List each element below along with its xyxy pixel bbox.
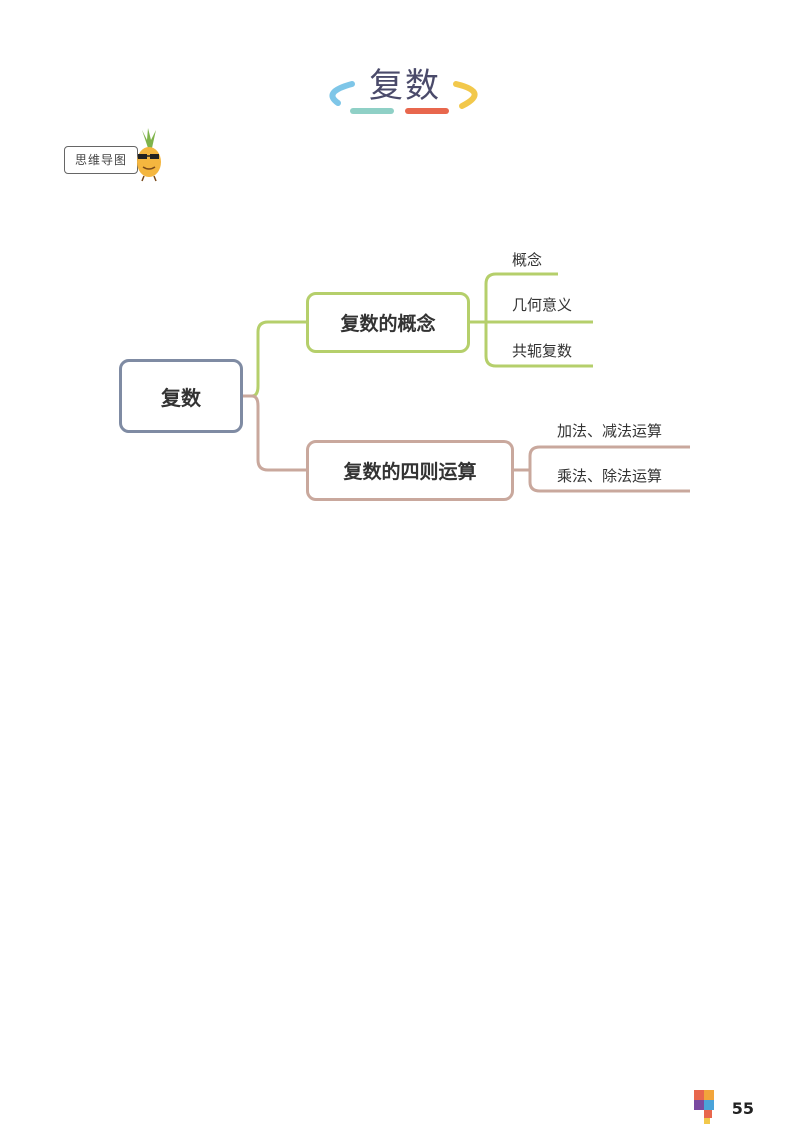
leaf-add-subtract: 加法、减法运算	[557, 422, 663, 440]
page-title: 复数	[369, 66, 441, 106]
leaf-concept: 概念	[512, 251, 543, 269]
leaf-conjugate: 共轭复数	[512, 342, 573, 360]
page-number: 55	[731, 1099, 754, 1118]
title-dash-blue	[329, 81, 355, 106]
pineapple-mascot-icon	[137, 128, 161, 182]
connector-branch2-leaves	[514, 445, 690, 493]
branch-node-operations: 复数的四则运算	[306, 440, 514, 501]
root-node: 复数	[119, 359, 243, 433]
connector-branch1-leaves	[470, 272, 593, 368]
connector-root-branch1	[243, 320, 306, 398]
title-decoration	[329, 81, 478, 114]
leaf-geometric-meaning: 几何意义	[512, 296, 573, 314]
title-dash-yellow	[453, 81, 478, 109]
publisher-logo-icon	[694, 1090, 714, 1124]
mindmap-badge: 思维导图	[64, 146, 138, 174]
branch-node-concept: 复数的概念	[306, 292, 470, 353]
connector-root-branch2	[243, 394, 306, 472]
leaf-multiply-divide: 乘法、除法运算	[557, 467, 663, 485]
